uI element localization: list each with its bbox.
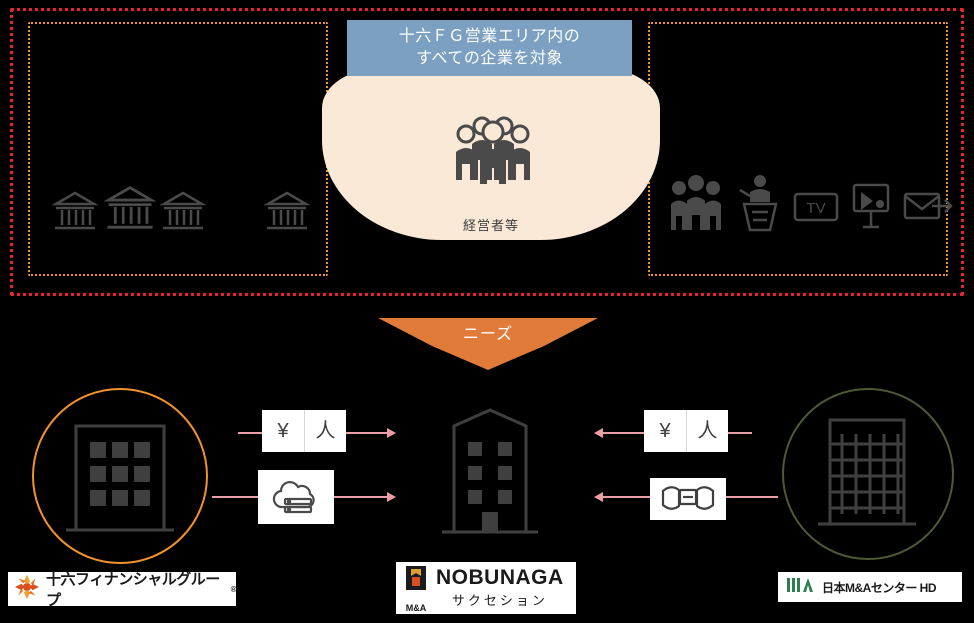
target-scope-box: [10, 8, 964, 296]
people-trio-icon: [668, 172, 724, 239]
person-badge: 人: [304, 410, 346, 452]
management-blob-label: 経営者等: [462, 218, 519, 233]
nihon-ma-center-hd-logo: 日本M&Aセンター HD: [778, 572, 962, 602]
exchange-badge-right-bottom: [650, 478, 726, 520]
registered-mark: ®: [230, 584, 237, 594]
office-building-icon: [62, 412, 178, 545]
person-badge: 人: [686, 410, 728, 452]
yen-symbol: ¥: [659, 420, 671, 442]
people-group-icon: [448, 108, 538, 190]
presenter-icon: [734, 172, 782, 239]
yen-badge: ¥: [262, 410, 304, 452]
bank-icon: [103, 182, 157, 239]
nobunaga-flag-mark: M&A: [402, 564, 430, 613]
scope-banner: 十六ＦＧ営業エリア内の すべての企業を対象: [347, 20, 632, 76]
arrow-head-icon: [594, 428, 603, 438]
exchange-badge-left-bottom: [258, 470, 334, 524]
billboard-icon: [848, 182, 894, 235]
yen-symbol: ¥: [277, 420, 289, 442]
bank-icon: [51, 188, 99, 239]
arrow-head-icon: [387, 428, 396, 438]
needs-label: ニーズ: [462, 326, 514, 343]
nobunaga-logo-sub: サクセション: [451, 592, 548, 608]
person-symbol: 人: [697, 420, 718, 442]
bank-icon: [159, 188, 207, 239]
cloud-server-icon: [269, 475, 323, 520]
person-symbol: 人: [315, 420, 336, 442]
channel-icons-group: TV: [668, 172, 953, 239]
tv-icon: TV: [792, 188, 840, 231]
arrow-head-icon: [387, 492, 396, 502]
svg-text:TV: TV: [806, 200, 825, 217]
nihon-ma-circle: [782, 388, 954, 560]
handshake-card-icon: [659, 481, 717, 518]
nihon-ma-logo-text: 日本M&Aセンター HD: [822, 580, 937, 595]
needs-arrow: [378, 318, 598, 370]
office-building-icon: [812, 410, 924, 539]
juroku-financial-group-logo: 十六フィナンシャルグループ ®: [8, 571, 237, 609]
mail-icon: [902, 188, 954, 231]
exchange-badge-right-top: ¥ 人: [644, 410, 728, 452]
bank-icon: [263, 188, 311, 239]
juroku-circle: [32, 388, 208, 564]
scope-banner-line1: 十六ＦＧ営業エリア内の: [398, 28, 581, 46]
yen-badge: ¥: [644, 410, 686, 452]
bank-icons-group: [51, 182, 312, 239]
office-building-icon: [438, 404, 542, 541]
nihon-ma-mark-icon: [786, 576, 816, 599]
nobunaga-succession-logo: M&A NOBUNAGA サクセション: [396, 562, 576, 614]
juroku-logo-text: 十六フィナンシャルグループ: [46, 571, 220, 609]
exchange-badge-left-top: ¥ 人: [262, 410, 346, 452]
juroku-flower-mark: [14, 574, 40, 605]
nobunaga-ma-mark: M&A: [405, 602, 427, 613]
nobunaga-logo-main: NOBUNAGA: [436, 566, 564, 590]
arrow-head-icon: [594, 492, 603, 502]
scope-banner-line2: すべての企業を対象: [416, 50, 563, 67]
